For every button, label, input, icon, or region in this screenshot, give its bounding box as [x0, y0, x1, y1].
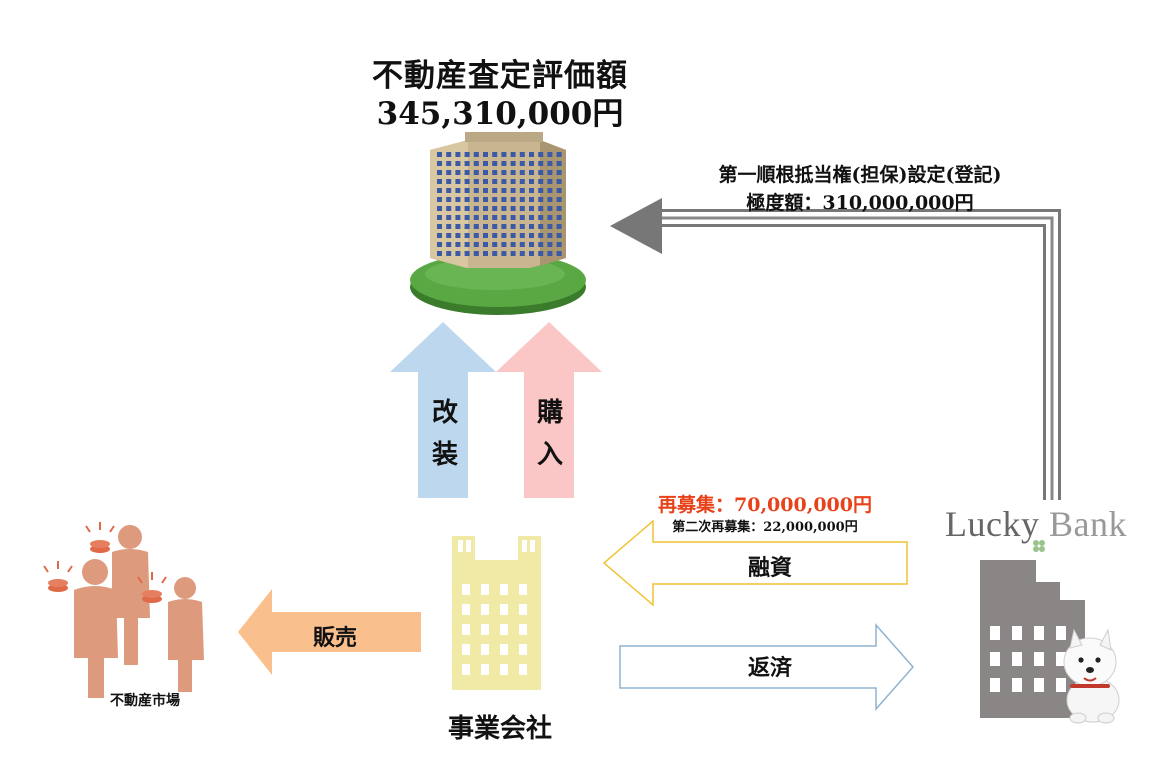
- lien-limit-amount: 極度額：310,000,000円: [746, 192, 974, 214]
- financing-arrow: [602, 519, 908, 607]
- dog-icon: [1063, 628, 1120, 724]
- renovation-arrow: [390, 322, 496, 498]
- brand-word-lucky: Lucky: [945, 504, 1049, 544]
- repayment-arrow: [619, 623, 914, 711]
- bank-building-icon: [980, 560, 1085, 718]
- renovation-label: 改装: [431, 398, 458, 470]
- second-recruitment-amount: 第二次再募集：22,000,000円: [672, 520, 858, 535]
- company-label: 事業会社: [447, 714, 552, 744]
- company-building-icon: [452, 536, 541, 690]
- sales-label: 販売: [312, 625, 357, 651]
- purchase-arrow: [496, 322, 602, 498]
- market-people-icon: [43, 522, 204, 698]
- appraisal-amount: 345,310,000円: [376, 96, 624, 132]
- recruitment-amount: 再募集：70,000,000円: [658, 494, 872, 516]
- purchase-label: 購入: [536, 398, 563, 470]
- clover-icon: [1033, 540, 1045, 552]
- apartment-building-icon: [410, 132, 586, 315]
- sales-arrow: [238, 589, 421, 675]
- lien-arrow: [610, 198, 1061, 500]
- repayment-label: 返済: [747, 655, 792, 681]
- bank-brand-logo: Lucky Bank: [945, 503, 1160, 545]
- market-label: 不動産市場: [110, 693, 180, 709]
- appraisal-title: 不動産査定評価額: [372, 58, 628, 94]
- financing-label: 融資: [747, 555, 792, 581]
- lien-description: 第一順根抵当権(担保)設定(登記): [718, 164, 1002, 186]
- coin-icon: [48, 540, 162, 603]
- brand-word-bank: Bank: [1048, 504, 1127, 544]
